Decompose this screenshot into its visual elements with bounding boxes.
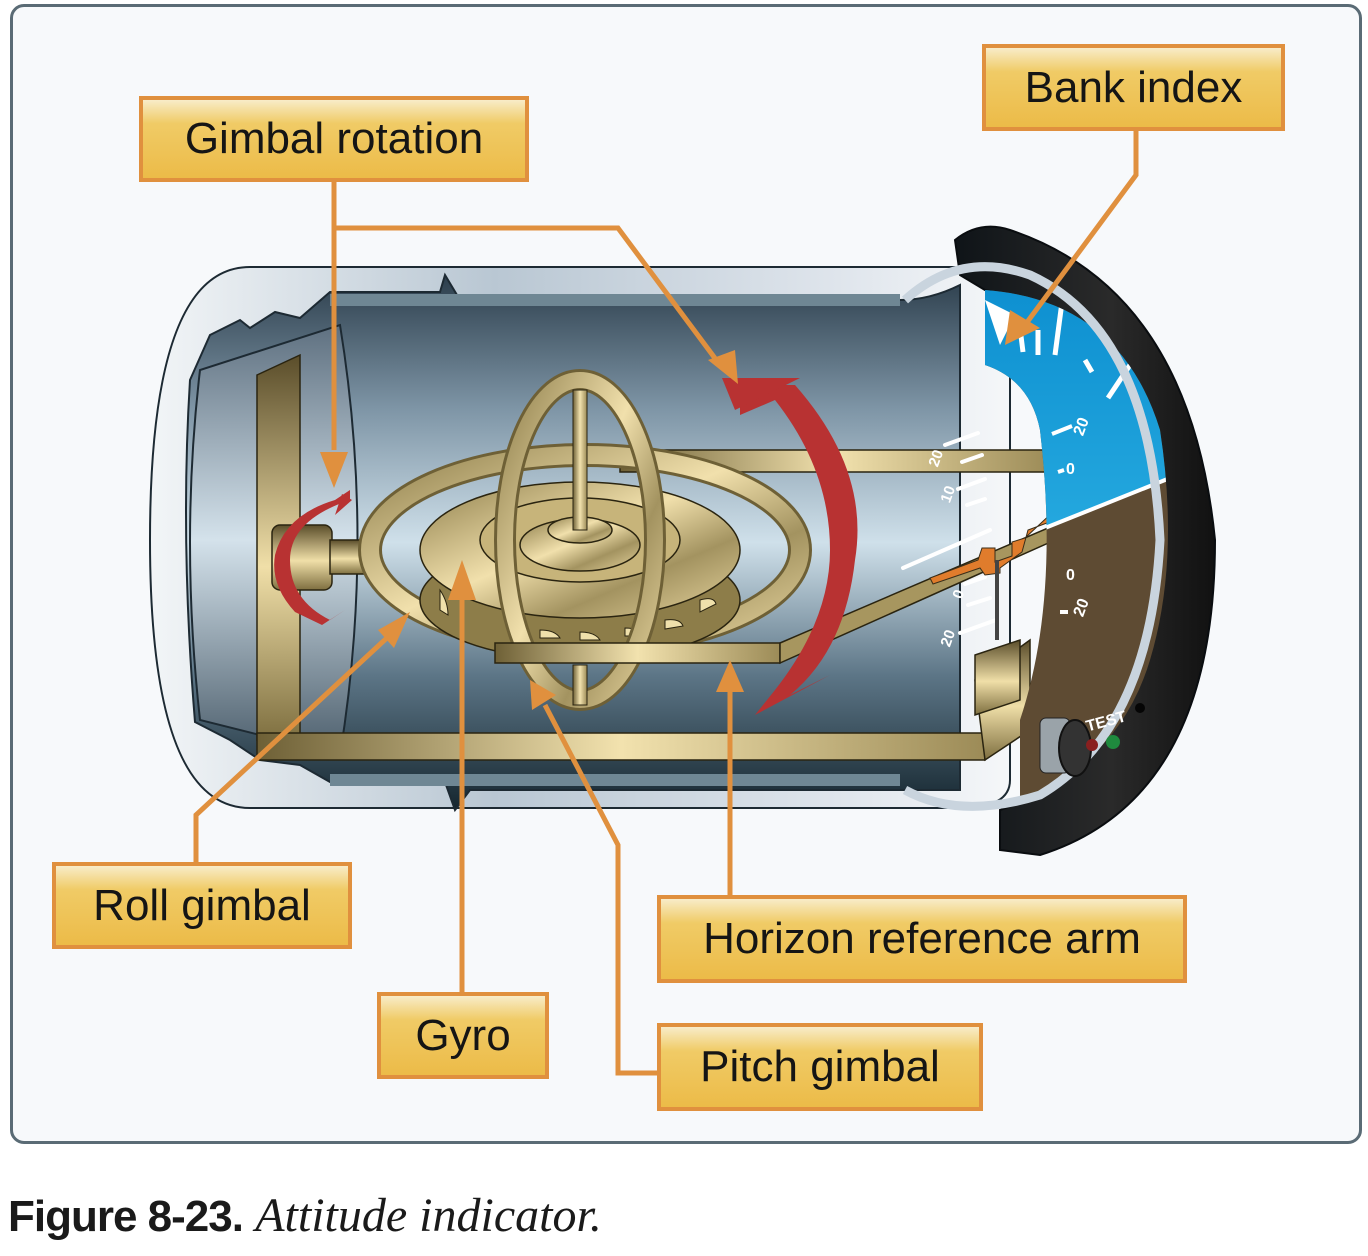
callout-roll-gimbal: Roll gimbal: [52, 862, 352, 949]
callout-bank-index: Bank index: [982, 44, 1285, 131]
figure-caption: Figure 8-23. Attitude indicator.: [8, 1188, 602, 1243]
test-indicator-green: [1106, 735, 1120, 749]
bezel-screw-hole: [1135, 703, 1145, 713]
face-label-down-20: 20: [1071, 596, 1093, 619]
test-knob[interactable]: [1039, 717, 1092, 777]
face-label-down-0: 0: [1066, 567, 1075, 584]
arrowhead-horizon-arm: [716, 660, 744, 692]
callout-roll-gimbal-text: Roll gimbal: [93, 880, 311, 930]
leader-roll-gimbal: [193, 633, 392, 862]
bank-index-triangle: [985, 300, 1015, 345]
callout-horizon-reference-arm-text: Horizon reference arm: [703, 914, 1141, 963]
callout-gimbal-rotation-text: Gimbal rotation: [184, 114, 484, 163]
figure-number: Figure 8-23.: [8, 1192, 244, 1241]
arrowhead-gimbal-rotation-diag: [708, 350, 738, 384]
leader-gimbal-rotation-2: [334, 225, 723, 367]
pitch-rotation-arrow: [722, 378, 858, 715]
leader-pitch-gimbal: [542, 703, 657, 1076]
callout-gimbal-rotation: Gimbal rotation: [139, 96, 529, 182]
pitch-scale-card: [901, 431, 998, 635]
pitch-label-down-20: 20: [937, 628, 959, 649]
pitch-label-up-20: 20: [925, 448, 947, 469]
face-label-up-20: 20: [1071, 415, 1093, 438]
callout-gyro: Gyro: [377, 992, 549, 1079]
arrowhead-roll-gimbal: [378, 612, 410, 648]
callout-pitch-gimbal: Pitch gimbal: [657, 1023, 983, 1111]
roll-rotation-arrow: [274, 490, 352, 625]
arrowhead-gyro: [448, 560, 476, 600]
pitch-label-up-10: 10: [937, 484, 959, 505]
leader-arrowheads: [320, 310, 1040, 710]
callout-horizon-reference-arm: Horizon reference arm: [657, 895, 1187, 983]
arrowhead-bank-index: [1005, 310, 1040, 345]
arrowhead-pitch-gimbal: [530, 680, 556, 710]
callout-gyro-text: Gyro: [415, 1010, 511, 1060]
callout-pitch-gimbal-text: Pitch gimbal: [700, 1042, 940, 1091]
leader-lines: [193, 130, 1139, 1076]
test-indicator-red: [1086, 739, 1098, 751]
arrowhead-gimbal-rotation-down: [320, 452, 348, 488]
pitch-gimbal-ring: [494, 369, 666, 711]
glass-rim: [901, 262, 1165, 811]
figure-title: Attitude indicator.: [255, 1189, 602, 1242]
leader-bank-index: [1022, 130, 1139, 327]
face-label-up-0: 0: [1066, 461, 1075, 478]
callout-bank-index-text: Bank index: [1024, 62, 1243, 112]
